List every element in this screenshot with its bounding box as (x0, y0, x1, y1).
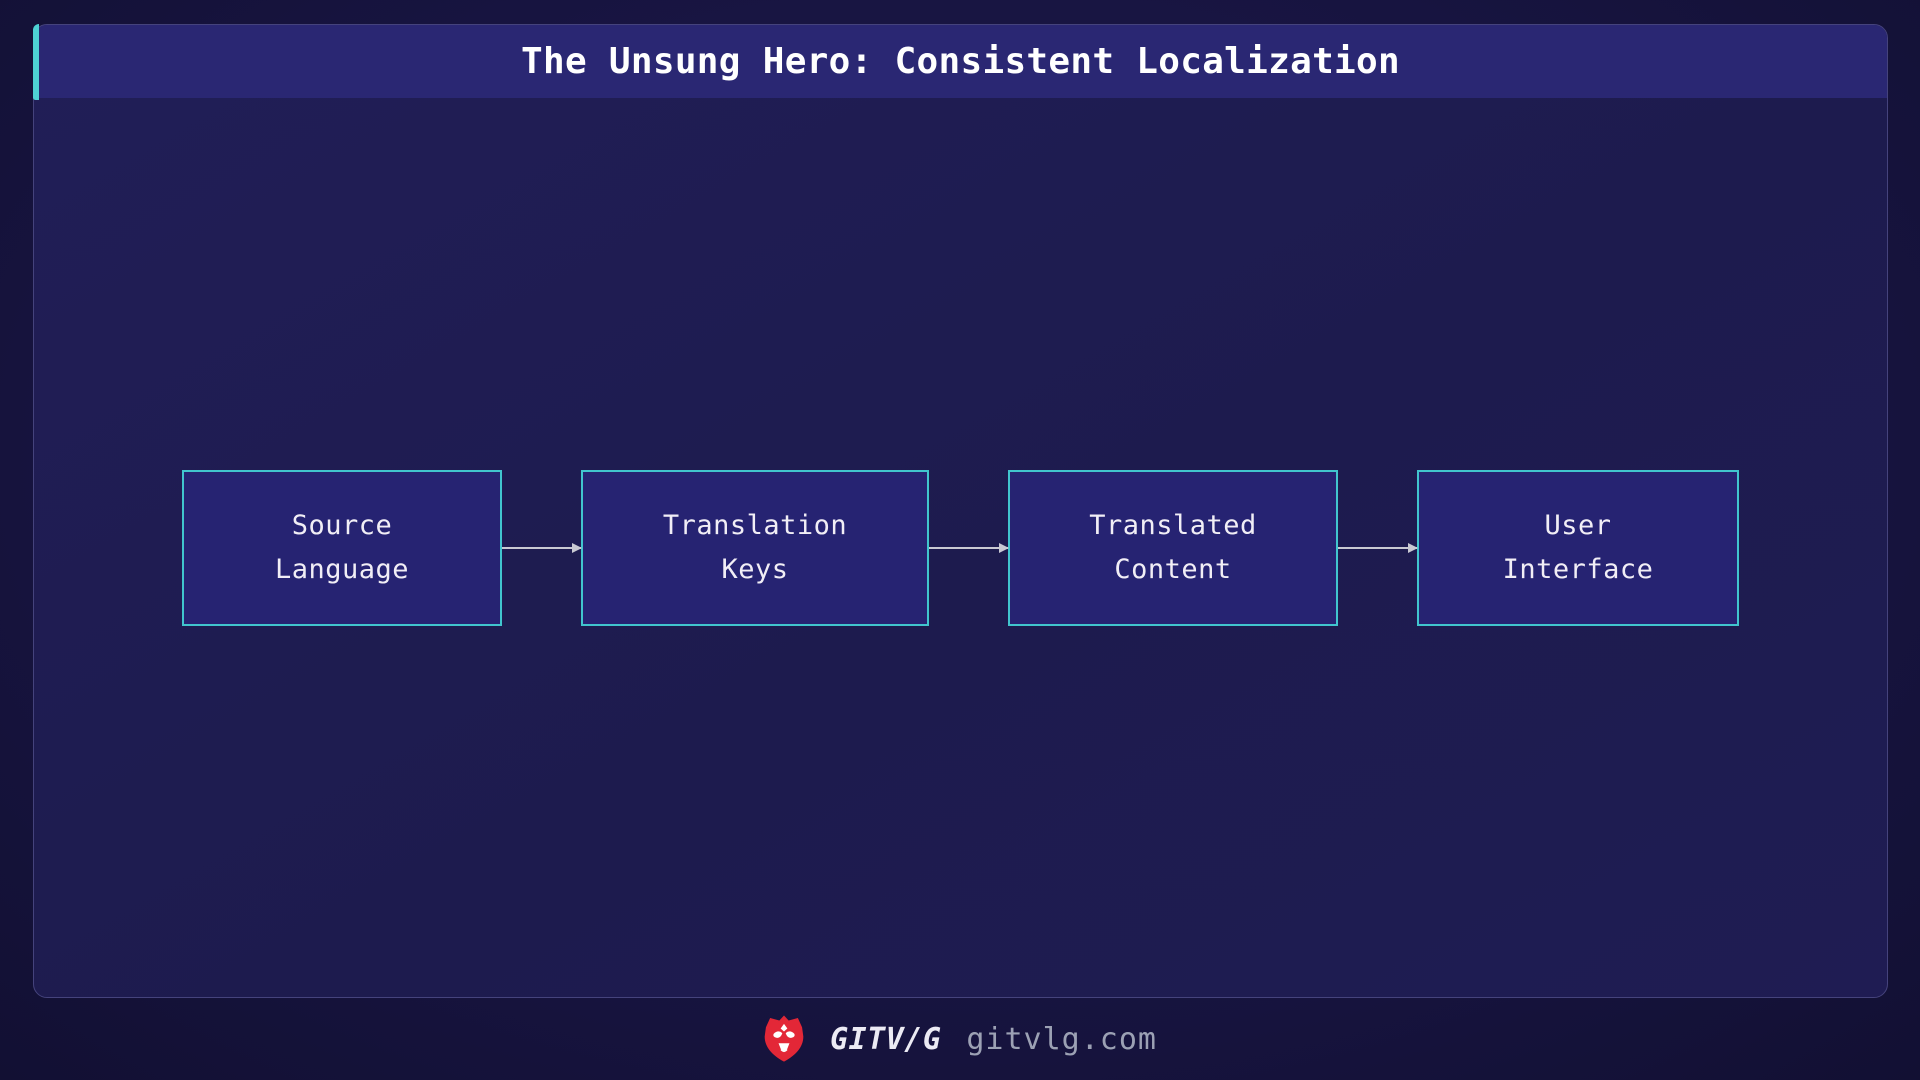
arrow-head-icon (572, 542, 582, 553)
flow-arrow (502, 542, 582, 553)
flow-node-translation-keys: Translation Keys (581, 469, 929, 626)
flowchart: Source Language Translation Keys Transla… (182, 469, 1739, 626)
arrow-head-icon (1408, 542, 1418, 553)
node-label-line: Source (291, 509, 393, 541)
node-label-line: Content (1114, 553, 1232, 585)
node-label-line: Translated (1089, 509, 1257, 541)
node-label-line: User (1544, 509, 1612, 541)
lion-icon (764, 1015, 804, 1062)
footer: GITV/G gitvlg.com (0, 998, 1920, 1080)
title-bar: The Unsung Hero: Consistent Localization (32, 23, 1887, 100)
node-label-line: Interface (1502, 553, 1654, 585)
accent-bar (32, 23, 39, 100)
main-panel: The Unsung Hero: Consistent Localization… (32, 23, 1888, 998)
diagram-area: Source Language Translation Keys Transla… (34, 98, 1887, 997)
node-label-line: Keys (721, 553, 789, 585)
flow-node-user-interface: User Interface (1417, 469, 1739, 626)
arrow-head-icon (999, 542, 1009, 553)
brand-name: GITV/G (830, 1021, 942, 1057)
flow-node-translated-content: Translated Content (1008, 469, 1338, 626)
flow-node-source-language: Source Language (182, 469, 502, 626)
flow-arrow (1338, 542, 1418, 553)
node-label-line: Language (274, 553, 410, 585)
page-title: The Unsung Hero: Consistent Localization (521, 41, 1400, 82)
node-label-line: Translation (662, 509, 848, 541)
flow-arrow (929, 542, 1009, 553)
brand-domain: gitvlg.com (966, 1021, 1157, 1057)
